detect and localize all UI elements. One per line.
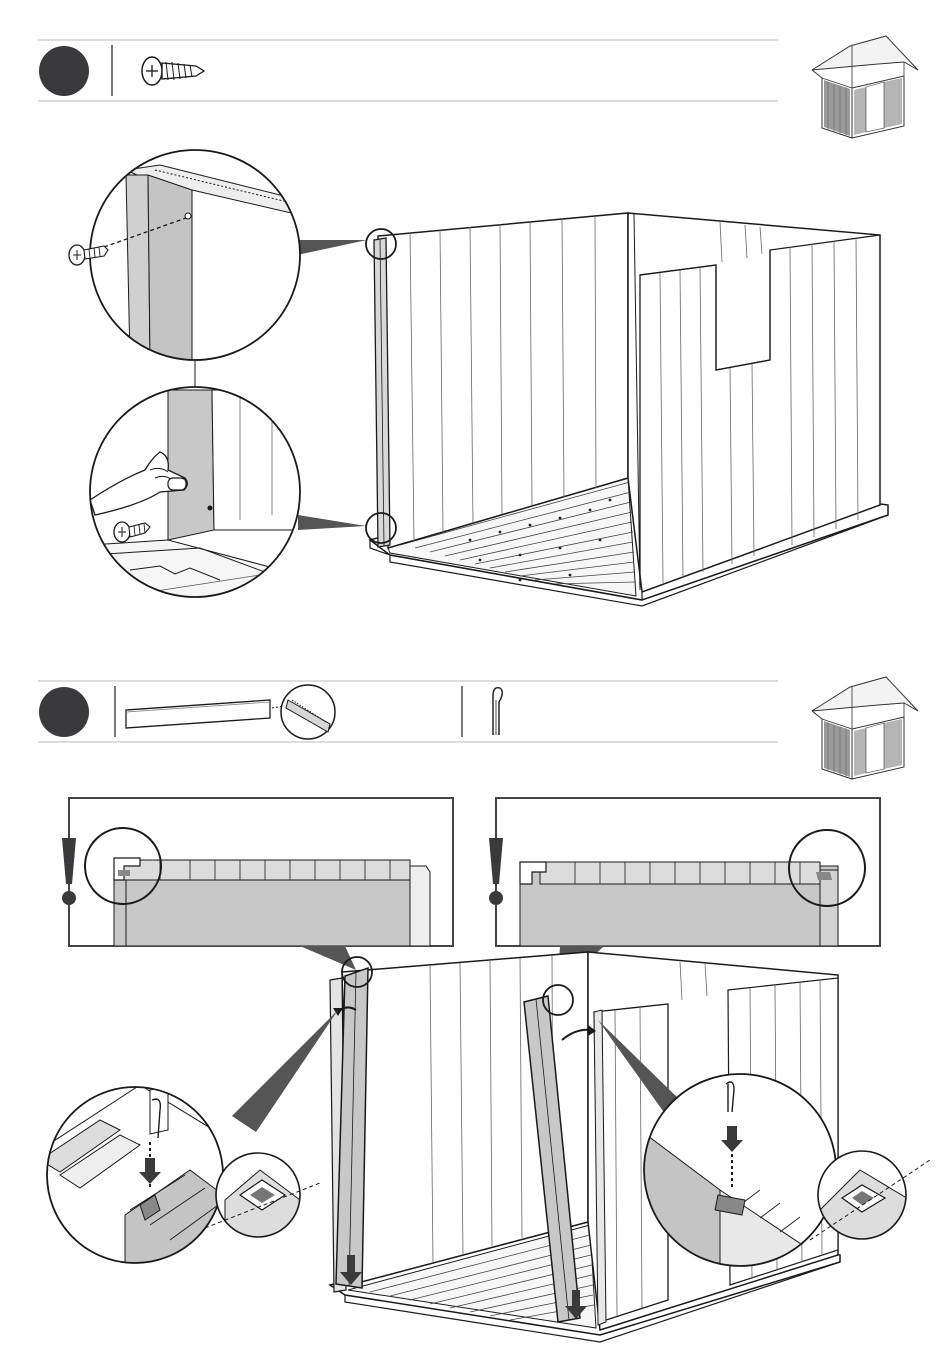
step-badge	[39, 46, 89, 96]
shed-thumbnail-icon	[812, 36, 918, 138]
right-warning-detail	[489, 798, 880, 946]
step-badge	[39, 687, 89, 737]
shed-thumbnail-icon	[812, 677, 918, 779]
step-1-header	[38, 40, 778, 101]
clip-icon	[493, 688, 502, 735]
wall-panel-icon	[126, 685, 335, 739]
step-2-header	[38, 681, 778, 742]
screw-icon	[142, 57, 204, 85]
screw-bottom-detail	[90, 387, 300, 600]
left-clip-detail	[40, 1085, 230, 1270]
left-warning-detail	[62, 798, 453, 946]
screw-top-detail	[69, 150, 300, 360]
